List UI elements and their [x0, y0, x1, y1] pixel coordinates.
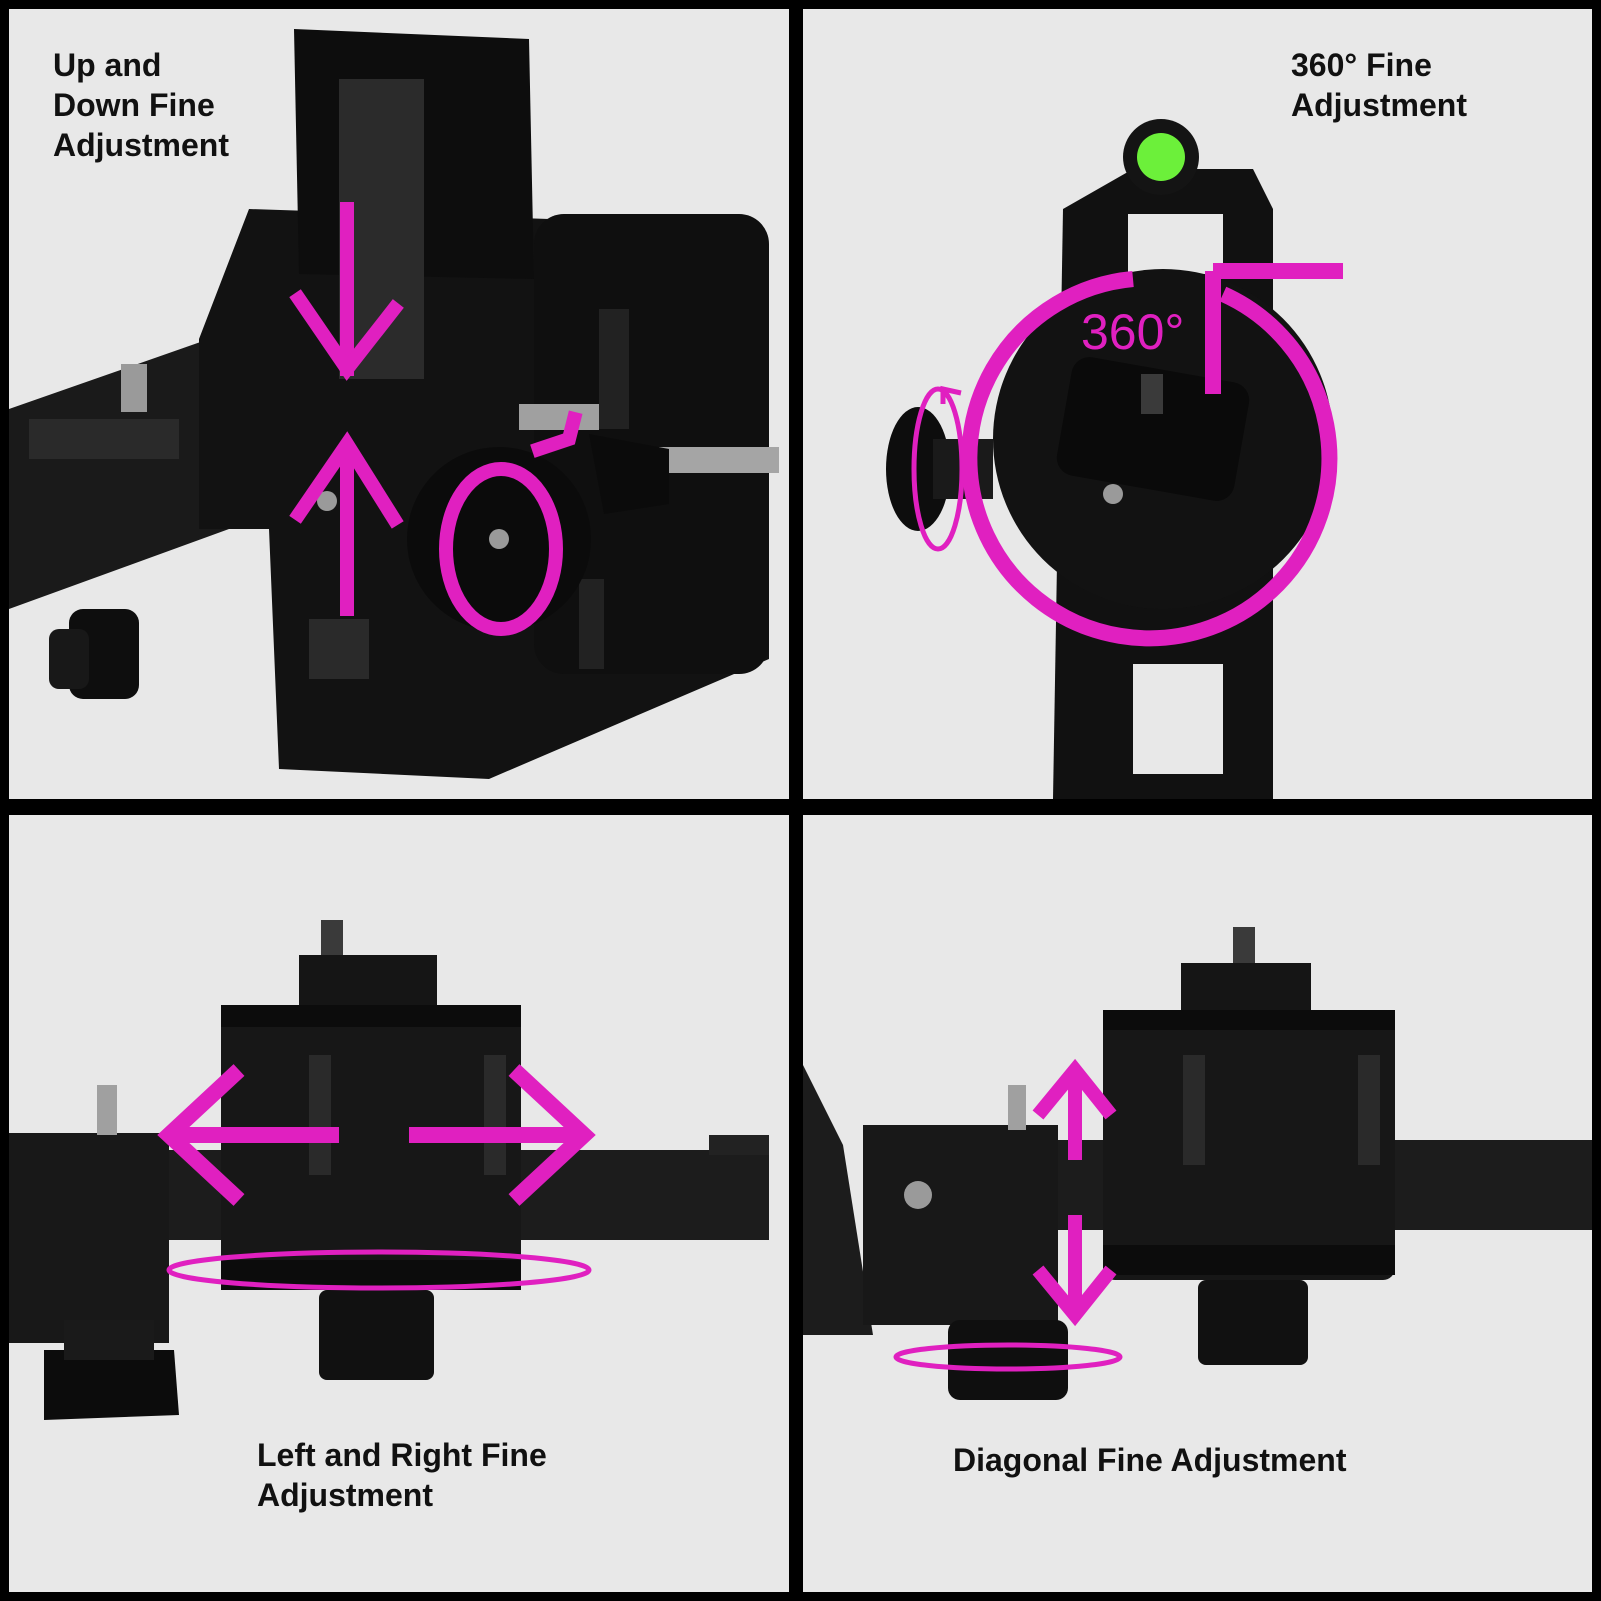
- panel-left-right: Left and Right Fine Adjustment: [9, 815, 789, 1592]
- panel-up-down: Up and Down Fine Adjustment: [9, 9, 789, 799]
- rotation-degree-label: 360°: [1081, 304, 1184, 360]
- bubble-level-icon: [1137, 133, 1185, 181]
- panel-caption: Up and Down Fine Adjustment: [53, 47, 229, 163]
- panel-diagonal: Diagonal Fine Adjustment: [803, 815, 1592, 1592]
- diagonal-rail-illustration: [803, 927, 1592, 1400]
- panel-caption: Diagonal Fine Adjustment: [953, 1442, 1347, 1478]
- panel-caption: 360° Fine Adjustment: [1291, 47, 1467, 123]
- phone-clamp-illustration: [9, 29, 779, 779]
- rotation-head-illustration: 360°: [886, 119, 1343, 799]
- slide-rail-illustration: [9, 920, 769, 1420]
- panel-rotation: 360° 360° Fine Adjustment: [803, 9, 1592, 799]
- panel-caption: Left and Right Fine Adjustment: [257, 1437, 547, 1513]
